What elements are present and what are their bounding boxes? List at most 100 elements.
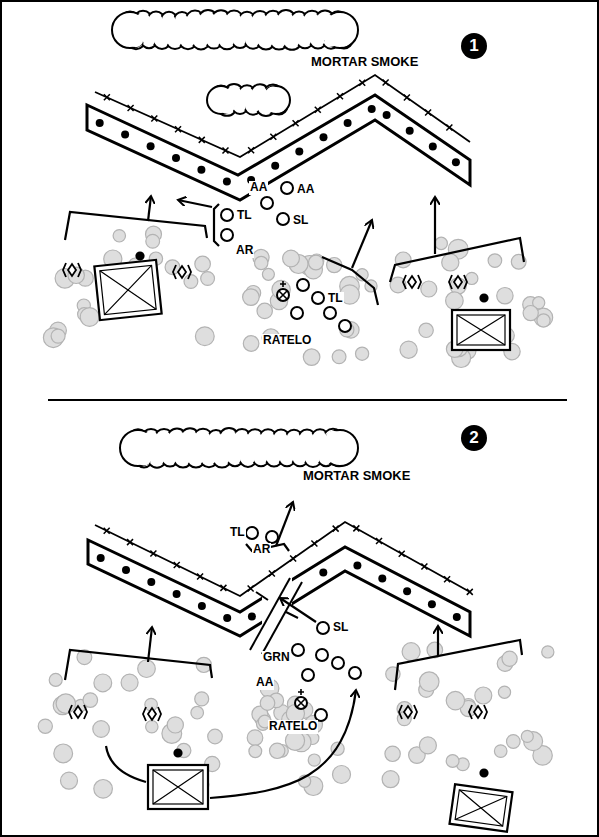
- symbol-diamond: [404, 706, 412, 718]
- soldier: [332, 657, 344, 669]
- trench-dot: [452, 158, 460, 166]
- caption-label: MORTAR SMOKE: [302, 469, 411, 483]
- position-label: SL: [292, 214, 309, 227]
- tree: [270, 743, 285, 758]
- tree: [435, 237, 447, 249]
- vehicle-rect: [153, 770, 203, 804]
- callout-number: 2: [461, 425, 487, 451]
- tree: [502, 651, 517, 666]
- wire-x: [333, 526, 339, 532]
- move-arrow: [434, 197, 436, 254]
- vehicle-rect: [452, 310, 510, 350]
- soldiers: [221, 182, 361, 721]
- trench-dot: [271, 162, 279, 170]
- vehicle-dot: [137, 253, 144, 260]
- soldier: [339, 320, 351, 332]
- tree: [83, 693, 98, 708]
- move-arrow: [148, 196, 151, 221]
- trench-dot: [320, 133, 328, 141]
- vehicle-dot: [481, 295, 488, 302]
- trench-dot: [223, 177, 231, 185]
- symbol-bracket: [469, 705, 487, 719]
- soldier: [312, 292, 324, 304]
- tree: [243, 336, 259, 352]
- tree: [249, 745, 262, 758]
- tree: [521, 730, 533, 742]
- vehicle-cross: [457, 315, 505, 345]
- symbol-bracket: [403, 275, 421, 289]
- trench-band: [87, 95, 470, 200]
- weapon-symbol: [469, 705, 487, 719]
- trench-dot: [383, 111, 391, 119]
- tree: [498, 686, 510, 698]
- trench-dot: [173, 590, 181, 598]
- smoke-clouds: [112, 10, 358, 468]
- trench-dot: [429, 143, 437, 151]
- symbol-bracket: [69, 705, 87, 719]
- tree: [54, 744, 73, 763]
- symbol-bracket: [173, 265, 191, 279]
- position-label: TL: [236, 209, 253, 222]
- move-arrow: [148, 627, 152, 662]
- vehicles: [94, 253, 512, 832]
- wire-x: [270, 134, 276, 140]
- vehicle-dot: [481, 770, 488, 777]
- tree: [303, 349, 320, 366]
- symbol-bracket: [63, 263, 81, 277]
- tree: [488, 254, 502, 268]
- weapon-symbol: [63, 263, 81, 277]
- trench-dot: [368, 105, 376, 113]
- wire-x: [150, 551, 156, 557]
- vehicle-cross: [153, 770, 203, 804]
- soldier: [302, 669, 314, 681]
- cloud-fill: [130, 20, 340, 40]
- wire-x: [293, 120, 299, 126]
- position-label: SL: [332, 621, 349, 634]
- wire-x: [269, 571, 275, 577]
- vehicle-rect: [148, 765, 208, 809]
- caption-label: MORTAR SMOKE: [310, 55, 419, 69]
- tree: [208, 729, 223, 744]
- position-label: AR: [235, 244, 254, 257]
- soldier: [221, 229, 233, 241]
- trench-dot: [319, 568, 327, 576]
- tree: [285, 731, 304, 750]
- wire-x: [425, 109, 431, 115]
- tree: [260, 696, 275, 711]
- tree: [195, 327, 214, 346]
- trench-dot: [172, 154, 180, 162]
- symbol-diamond: [148, 708, 156, 720]
- vehicle-rect: [449, 784, 512, 832]
- wire-x: [248, 586, 254, 592]
- cloud-fill: [221, 94, 276, 106]
- tree: [283, 250, 300, 267]
- position-label: RATELO: [262, 334, 312, 347]
- trench-dot: [428, 600, 436, 608]
- squad-bracket: [390, 238, 524, 282]
- wire-x: [376, 538, 382, 544]
- tree: [421, 281, 437, 297]
- wire-x: [399, 551, 405, 557]
- tree: [419, 323, 433, 337]
- wire-x: [421, 563, 427, 569]
- position-label: AR: [252, 543, 271, 556]
- tree: [61, 772, 78, 789]
- wire-x: [383, 79, 389, 85]
- tree: [419, 737, 436, 754]
- wire-x: [128, 105, 134, 111]
- vehicle-route: [210, 690, 356, 798]
- soldier: [221, 209, 233, 221]
- trench-dot: [97, 554, 105, 562]
- tree: [138, 660, 156, 678]
- wire-x: [359, 80, 365, 86]
- trench-dot: [295, 148, 303, 156]
- weapon-symbol: [403, 275, 421, 289]
- symbol-bracket: [143, 707, 161, 721]
- wire-x: [175, 126, 181, 132]
- wire-x: [127, 539, 133, 545]
- tree: [51, 329, 65, 343]
- team-bracket: [214, 204, 219, 246]
- position-label: AA: [249, 181, 268, 194]
- wire-x: [220, 585, 226, 591]
- tree: [262, 268, 274, 280]
